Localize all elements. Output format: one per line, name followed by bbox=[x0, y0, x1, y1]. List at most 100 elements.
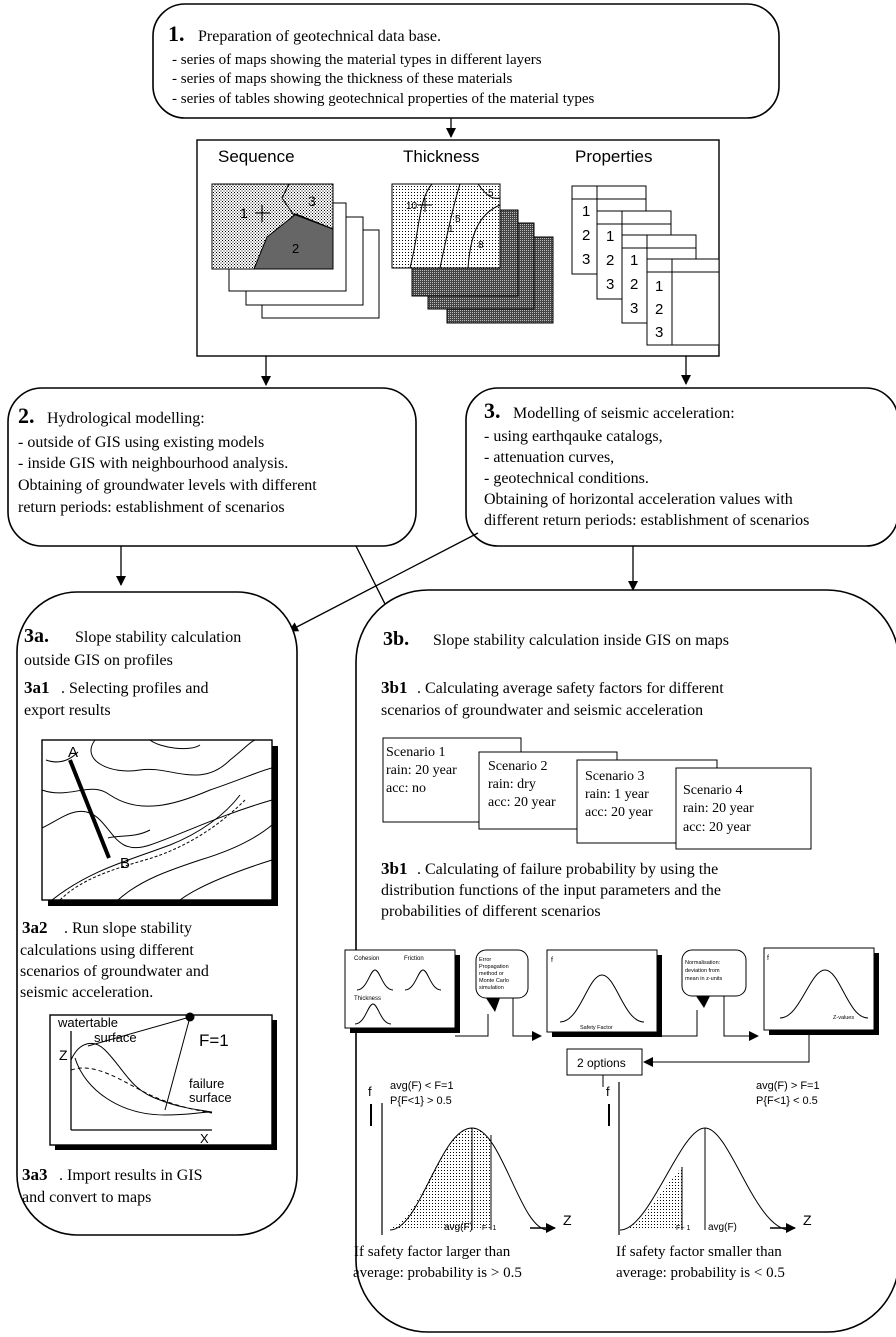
box3b-b2-number: 3b1 bbox=[381, 859, 407, 878]
left-avg-label: avg(F) bbox=[444, 1222, 473, 1233]
map-label-b: B bbox=[120, 855, 130, 872]
error-line-4: Monte Carlo bbox=[479, 978, 509, 984]
box3-number: 3. bbox=[484, 398, 501, 423]
map-label-a: A bbox=[68, 744, 78, 761]
box3b-b1-text: . Calculating average safety factors for… bbox=[417, 680, 724, 697]
property-table-stack: 1 2 3 1 2 3 1 2 3 bbox=[571, 185, 720, 346]
scenario-1-acc: acc: no bbox=[386, 781, 426, 796]
box2-title: Hydrological modelling: bbox=[47, 410, 205, 427]
box3b-number: 3b. bbox=[383, 628, 409, 650]
box3-line-1: - using earthqauke catalogs, bbox=[484, 428, 663, 445]
tbl4-num-1: 1 bbox=[655, 278, 663, 295]
sequence-map-stack: 1 3 2 bbox=[211, 183, 380, 319]
tbl2-num-2: 2 bbox=[606, 252, 614, 269]
box3a-s1-text-2: export results bbox=[24, 702, 111, 719]
box3a-s2-line-2: scenarios of groundwater and bbox=[20, 963, 209, 980]
seq-num-2: 2 bbox=[292, 241, 299, 256]
box-3b-maps: 3b. Slope stability calculation inside G… bbox=[344, 589, 896, 1333]
safety-factor-label: Safety Factor bbox=[580, 1025, 613, 1031]
scenario-2-title: Scenario 2 bbox=[488, 759, 547, 774]
tbl2-num-3: 3 bbox=[606, 276, 614, 293]
box2-line-3: Obtaining of groundwater levels with dif… bbox=[18, 477, 317, 494]
box2-line-4: return periods: establishment of scenari… bbox=[18, 499, 285, 516]
cohesion-label: Cohesion bbox=[354, 956, 379, 962]
box3b-b2-line-2: probabilities of different scenarios bbox=[381, 903, 601, 920]
thick-num-5: 8 bbox=[478, 240, 484, 251]
box1-line-3: - series of tables showing geotechnical … bbox=[172, 91, 595, 107]
box3-title: Modelling of seismic acceleration: bbox=[513, 405, 735, 422]
profile-z-axis: Z bbox=[59, 1047, 68, 1063]
box3b-b2-text: . Calculating of failure probability by … bbox=[417, 861, 718, 878]
friction-label: Friction bbox=[404, 956, 424, 962]
thick-num-4: 5 bbox=[488, 188, 494, 199]
box3a-title: Slope stability calculation bbox=[75, 629, 241, 646]
box3a-number: 3a. bbox=[24, 625, 49, 647]
box3b-title: Slope stability calculation inside GIS o… bbox=[433, 632, 729, 649]
box3a-s1-number: 3a1 bbox=[24, 678, 50, 697]
left-f-axis: f bbox=[368, 1084, 372, 1099]
scenario-3-acc: acc: 20 year bbox=[585, 805, 653, 820]
box3a-title-2: outside GIS on profiles bbox=[24, 652, 173, 669]
box3a-s2-line-3: seismic acceleration. bbox=[20, 984, 153, 1001]
box3-line-4: Obtaining of horizontal acceleration val… bbox=[484, 491, 793, 508]
norm-line-1: Normalisation: bbox=[685, 960, 721, 966]
right-f1-label: F - 1 bbox=[676, 1225, 690, 1232]
right-f-axis: f bbox=[606, 1084, 610, 1099]
box3-line-5: different return periods: establishment … bbox=[484, 512, 809, 529]
database-panel: Sequence Thickness Properties 1 3 2 bbox=[196, 139, 720, 357]
thick-num-3: 1 bbox=[448, 224, 454, 235]
sequence-label: Sequence bbox=[218, 147, 295, 166]
scenario-4-rain: rain: 20 year bbox=[683, 801, 754, 816]
z-f-label: f bbox=[767, 955, 769, 962]
scenario-2-rain: rain: dry bbox=[488, 777, 536, 792]
box3a-s2-line-1: calculations using different bbox=[20, 942, 194, 959]
seq-num-1: 1 bbox=[240, 205, 248, 221]
profile-surface: surface bbox=[94, 1030, 137, 1045]
scenario-2-acc: acc: 20 year bbox=[488, 795, 556, 810]
probability-flow: Cohesion Friction Thickness Error Propag… bbox=[344, 947, 879, 1087]
scenario-1-rain: rain: 20 year bbox=[386, 763, 457, 778]
profile-f1: F=1 bbox=[199, 1031, 229, 1050]
profile-watertable: watertable bbox=[57, 1015, 118, 1030]
box3-line-3: - geotechnical conditions. bbox=[484, 470, 649, 487]
right-cond-2: P{F<1} < 0.5 bbox=[756, 1095, 818, 1107]
profile-failure: failure bbox=[189, 1076, 224, 1091]
tbl1-num-2: 2 bbox=[582, 227, 590, 244]
thickness-dist-label: Thickness bbox=[354, 996, 381, 1002]
sf-f-label: f bbox=[551, 957, 553, 964]
thickness-label: Thickness bbox=[403, 147, 480, 166]
left-caption-1: If safety factor larger than bbox=[354, 1244, 511, 1260]
norm-line-3: mean in z-units bbox=[685, 976, 723, 982]
left-cond-1: avg(F) < F=1 bbox=[390, 1080, 454, 1092]
right-avg-label: avg(F) bbox=[708, 1222, 737, 1233]
thick-num-2: 5 bbox=[455, 214, 461, 225]
box3b-b1-text-2: scenarios of groundwater and seismic acc… bbox=[381, 702, 703, 719]
box1-line-2: - series of maps showing the thickness o… bbox=[172, 71, 512, 87]
tbl2-num-1: 1 bbox=[606, 228, 614, 245]
left-f1-label: F - 1 bbox=[482, 1225, 496, 1232]
error-line-5: simulation bbox=[479, 985, 504, 991]
tbl1-num-1: 1 bbox=[582, 203, 590, 220]
profile-line-ab bbox=[68, 759, 111, 859]
profile-x-axis: X bbox=[200, 1131, 209, 1146]
right-caption-1: If safety factor smaller than bbox=[616, 1244, 782, 1260]
tbl4-num-3: 3 bbox=[655, 324, 663, 341]
seq-num-3: 3 bbox=[308, 193, 316, 209]
error-line-1: Error bbox=[479, 957, 491, 963]
box3a-s1-text: . Selecting profiles and bbox=[61, 680, 209, 697]
scenario-3-title: Scenario 3 bbox=[585, 769, 644, 784]
box-3-seismic: 3. Modelling of seismic acceleration: - … bbox=[465, 387, 896, 547]
scenario-1-title: Scenario 1 bbox=[386, 745, 445, 760]
arrow-3-to-3a bbox=[288, 532, 479, 632]
box1-number: 1. bbox=[168, 21, 185, 46]
left-probability-curve: avg(F) < F=1 P{F<1} > 0.5 f avg(F) F - 1… bbox=[353, 1080, 572, 1281]
scenario-4-title: Scenario 4 bbox=[683, 783, 742, 798]
thickness-map-stack: 10 5 1 5 8 bbox=[391, 183, 554, 324]
box1-title: Preparation of geotechnical data base. bbox=[198, 28, 441, 45]
tbl3-num-3: 3 bbox=[630, 300, 638, 317]
box3a-s3-text: . Import results in GIS bbox=[59, 1167, 203, 1184]
right-caption-2: average: probability is < 0.5 bbox=[616, 1265, 785, 1281]
left-cond-2: P{F<1} > 0.5 bbox=[390, 1095, 452, 1107]
box-3a-profiles: 3a. Slope stability calculation outside … bbox=[16, 591, 298, 1236]
